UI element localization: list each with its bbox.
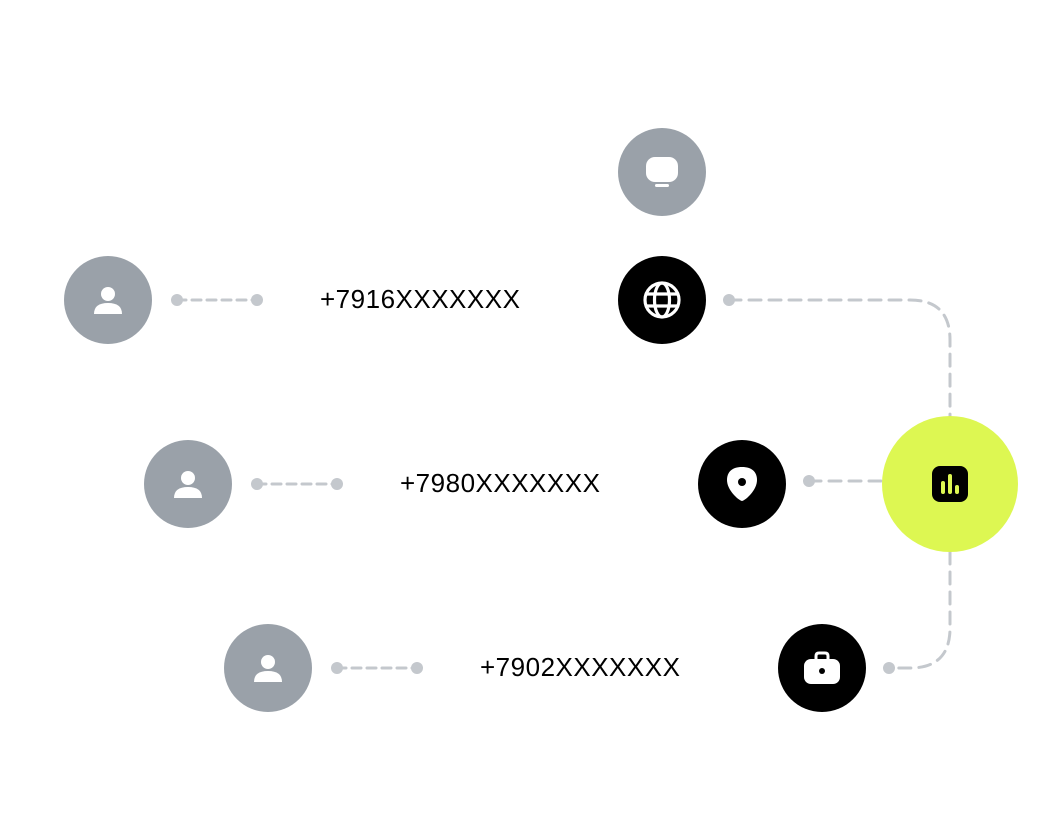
phone-number-2: +7980XXXXXXX bbox=[400, 468, 601, 498]
monitor-icon bbox=[646, 157, 678, 187]
user-node-2 bbox=[144, 440, 232, 528]
hub-to-briefcase-connector bbox=[883, 550, 952, 674]
user-icon bbox=[254, 655, 282, 682]
location-pin-icon bbox=[727, 467, 757, 501]
phone-number-1: +7916XXXXXXX bbox=[320, 284, 521, 314]
row-1-connector bbox=[171, 294, 263, 306]
briefcase-node bbox=[778, 624, 866, 712]
bar-chart-icon bbox=[932, 466, 968, 502]
monitor-node bbox=[618, 128, 706, 216]
pin-to-hub-connector bbox=[803, 475, 884, 487]
user-node-1 bbox=[64, 256, 152, 344]
globe-node bbox=[618, 256, 706, 344]
globe-icon bbox=[643, 281, 681, 319]
user-icon bbox=[94, 287, 122, 314]
row-3-connector bbox=[331, 662, 423, 674]
row-2-connector bbox=[251, 478, 343, 490]
location-pin-node bbox=[698, 440, 786, 528]
user-icon bbox=[174, 471, 202, 498]
analytics-hub bbox=[882, 416, 1018, 552]
user-node-3 bbox=[224, 624, 312, 712]
globe-to-hub-connector bbox=[723, 294, 952, 418]
briefcase-icon bbox=[804, 651, 840, 684]
phone-number-3: +7902XXXXXXX bbox=[480, 652, 681, 682]
